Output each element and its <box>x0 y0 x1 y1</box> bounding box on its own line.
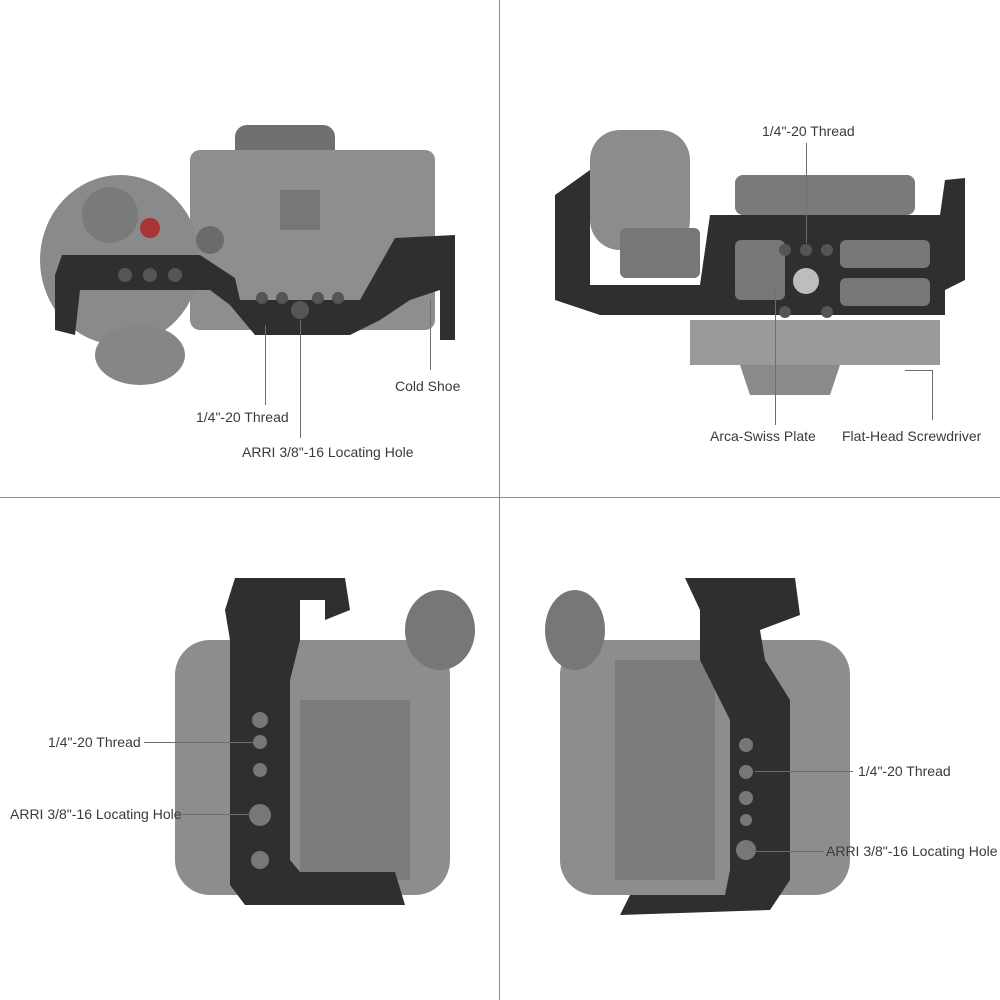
arca-swiss-plate-label: Arca-Swiss Plate <box>710 428 816 444</box>
bottom-view-camera <box>590 130 940 395</box>
arri-label: ARRI 3/8"-16 Locating Hole <box>10 806 182 822</box>
horizontal-divider <box>0 497 1000 498</box>
screwdriver-label: Flat-Head Screwdriver <box>842 428 982 444</box>
arri-label: ARRI 3/8"-16 Locating Hole <box>826 843 998 859</box>
thread-callout-line <box>265 325 266 405</box>
cold-shoe-callout-line <box>430 300 431 370</box>
cold-shoe-label: Cold Shoe <box>395 378 461 394</box>
arri-callout-line <box>180 814 252 815</box>
thread-callout-line <box>755 771 853 772</box>
arca-callout-line <box>775 290 776 425</box>
thread-label: 1/4"-20 Thread <box>48 734 141 750</box>
bottom-view-cage <box>555 170 965 318</box>
thread-callout-line <box>806 143 807 243</box>
vertical-divider <box>499 0 500 1000</box>
thread-label: 1/4"-20 Thread <box>196 409 289 425</box>
thread-label: 1/4"-20 Thread <box>762 123 855 139</box>
thread-label: 1/4"-20 Thread <box>858 763 951 779</box>
right-view-camera <box>545 590 850 895</box>
arri-callout-line <box>300 320 301 438</box>
screwdriver-callout-line-h <box>905 370 932 371</box>
right-view-cage <box>620 578 800 915</box>
screwdriver-callout-line-v <box>932 370 933 420</box>
top-view-cage <box>55 235 455 340</box>
thread-callout-line <box>144 742 254 743</box>
left-view-cage <box>225 578 405 905</box>
arri-label: ARRI 3/8"-16 Locating Hole <box>242 444 414 460</box>
arri-callout-line <box>752 851 824 852</box>
